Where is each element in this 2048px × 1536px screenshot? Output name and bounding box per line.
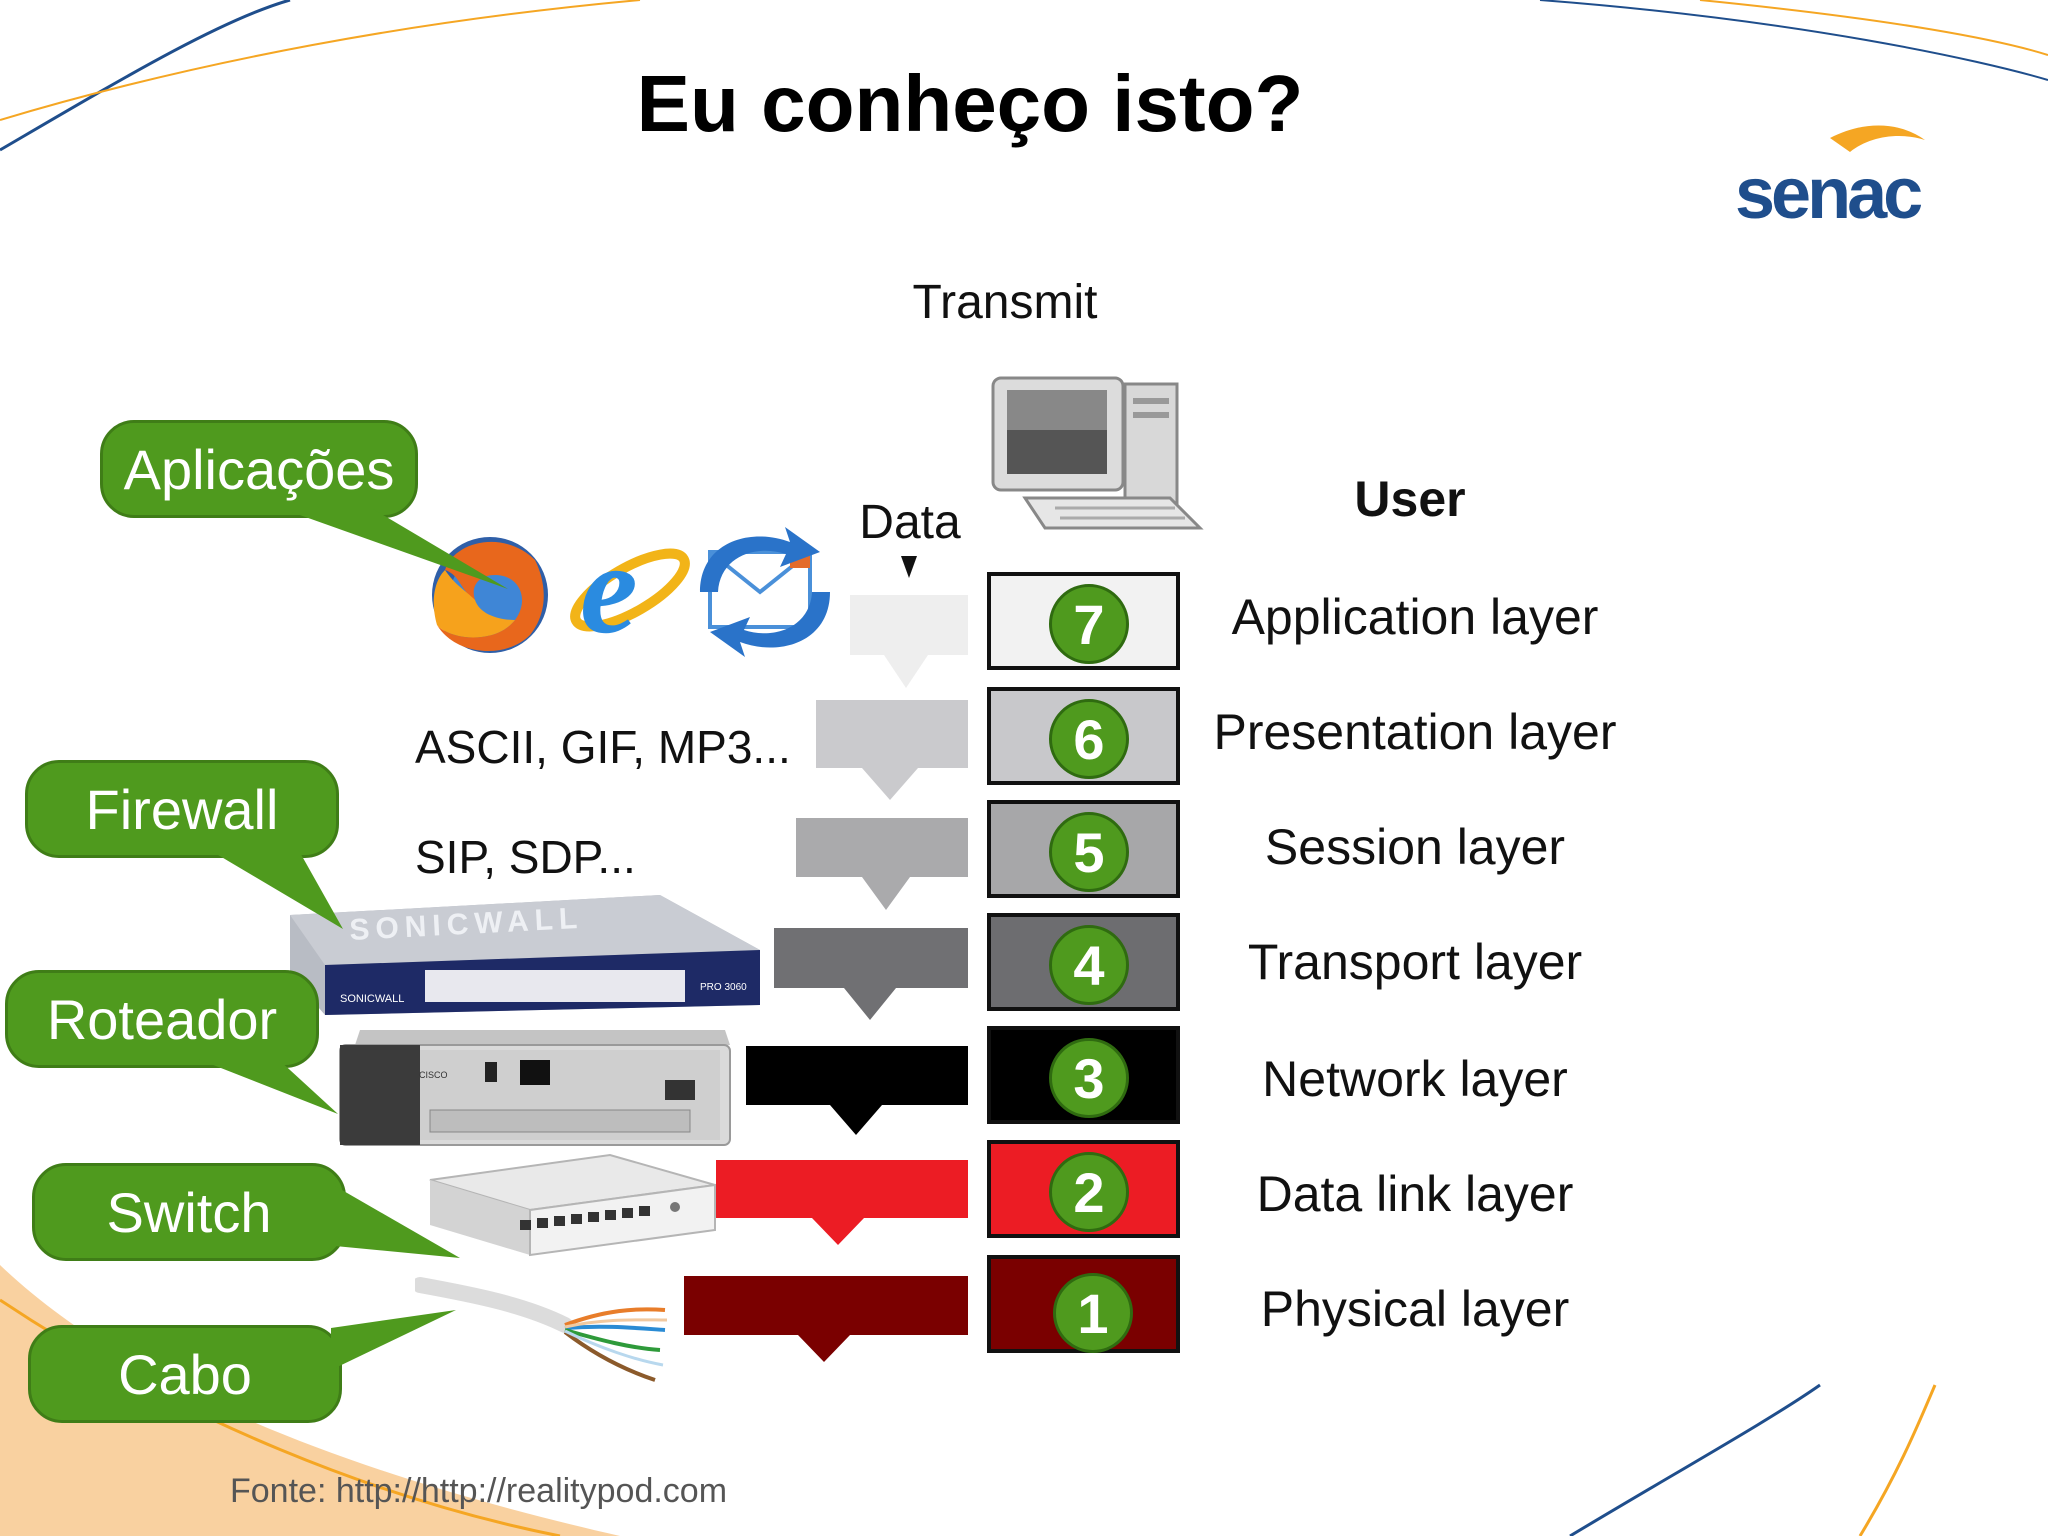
layer-3-number: 3 — [1049, 1038, 1129, 1118]
data-down-arrow — [901, 556, 917, 578]
senac-logo: senac — [1735, 125, 1925, 234]
cable-icon — [415, 1277, 668, 1382]
user-label: User — [1354, 471, 1466, 527]
layer-4-name: Transport layer — [1247, 934, 1583, 990]
data-label: Data — [859, 496, 961, 549]
layer-6-name: Presentation layer — [1213, 704, 1617, 760]
callout-switch-label: Switch — [106, 1180, 272, 1244]
arrow-layer-3 — [746, 1046, 968, 1135]
callout-roteador-pointer — [198, 1059, 338, 1114]
source-footer: Fonte: http://http://realitypod.com — [230, 1472, 728, 1510]
callout-roteador: Roteador — [5, 970, 338, 1114]
switch-device — [429, 1153, 716, 1257]
callout-firewall-pointer — [208, 849, 343, 929]
layer-1-name: Physical layer — [1260, 1281, 1570, 1337]
layer-1-number: 1 — [1053, 1273, 1133, 1353]
arrow-layer-4 — [774, 928, 968, 1020]
layer-3-box: 3 — [987, 1026, 1180, 1124]
arrow-layer-2 — [716, 1160, 968, 1245]
firewall-model: PRO 3060 — [700, 982, 747, 993]
callout-aplicacoes: Aplicações — [100, 420, 508, 589]
svg-text:e: e — [580, 520, 638, 650]
protocol-examples-presentation: ASCII, GIF, MP3... — [415, 721, 791, 773]
computer-icon — [991, 376, 1204, 530]
outlook-express-icon — [700, 527, 830, 657]
callout-firewall: Firewall — [25, 760, 343, 929]
firewall-brand-small: SONICWALL — [340, 993, 404, 1005]
callout-firewall-label: Firewall — [85, 777, 279, 841]
arrow-layer-5 — [796, 818, 968, 910]
slide-title: Eu conheço isto? — [636, 59, 1304, 148]
router-device: CISCO — [339, 1030, 731, 1146]
data-flow-arrows — [684, 595, 968, 1362]
arrow-layer-1 — [684, 1276, 968, 1362]
callout-aplicacoes-pointer — [283, 509, 508, 589]
layer-7-box: 7 — [987, 572, 1180, 670]
layer-5-name: Session layer — [1264, 819, 1566, 875]
internet-explorer-icon: e — [570, 520, 690, 650]
router-brand: CISCO — [419, 1070, 448, 1080]
svg-text:senac: senac — [1735, 154, 1921, 234]
layer-4-box: 4 — [987, 913, 1180, 1011]
arrow-layer-6 — [816, 700, 968, 800]
callout-cabo: Cabo — [28, 1310, 456, 1423]
layer-5-box: 5 — [987, 800, 1180, 898]
layer-6-box: 6 — [987, 687, 1180, 785]
callout-switch-pointer — [335, 1186, 460, 1258]
firewall-device: SONICWALL SONICWALL PRO 3060 — [290, 895, 760, 1015]
callout-aplicacoes-label: Aplicações — [123, 437, 395, 501]
protocol-examples-session: SIP, SDP... — [415, 831, 636, 883]
callout-roteador-label: Roteador — [46, 987, 278, 1051]
callout-switch: Switch — [32, 1163, 460, 1261]
layer-7-name: Application layer — [1231, 589, 1599, 645]
transmit-label: Transmit — [912, 276, 1098, 329]
layer-3-name: Network layer — [1262, 1051, 1568, 1107]
layer-5-number: 5 — [1049, 812, 1129, 892]
callout-cabo-label: Cabo — [118, 1342, 252, 1406]
layer-7-number: 7 — [1049, 584, 1129, 664]
layer-6-number: 6 — [1049, 699, 1129, 779]
layer-1-box: 1 — [987, 1255, 1180, 1353]
arrow-layer-7 — [850, 595, 968, 688]
layer-2-box: 2 — [987, 1140, 1180, 1238]
layer-4-number: 4 — [1049, 925, 1129, 1005]
layer-2-number: 2 — [1049, 1152, 1129, 1232]
layer-2-name: Data link layer — [1256, 1166, 1574, 1222]
callout-cabo-pointer — [331, 1310, 456, 1370]
